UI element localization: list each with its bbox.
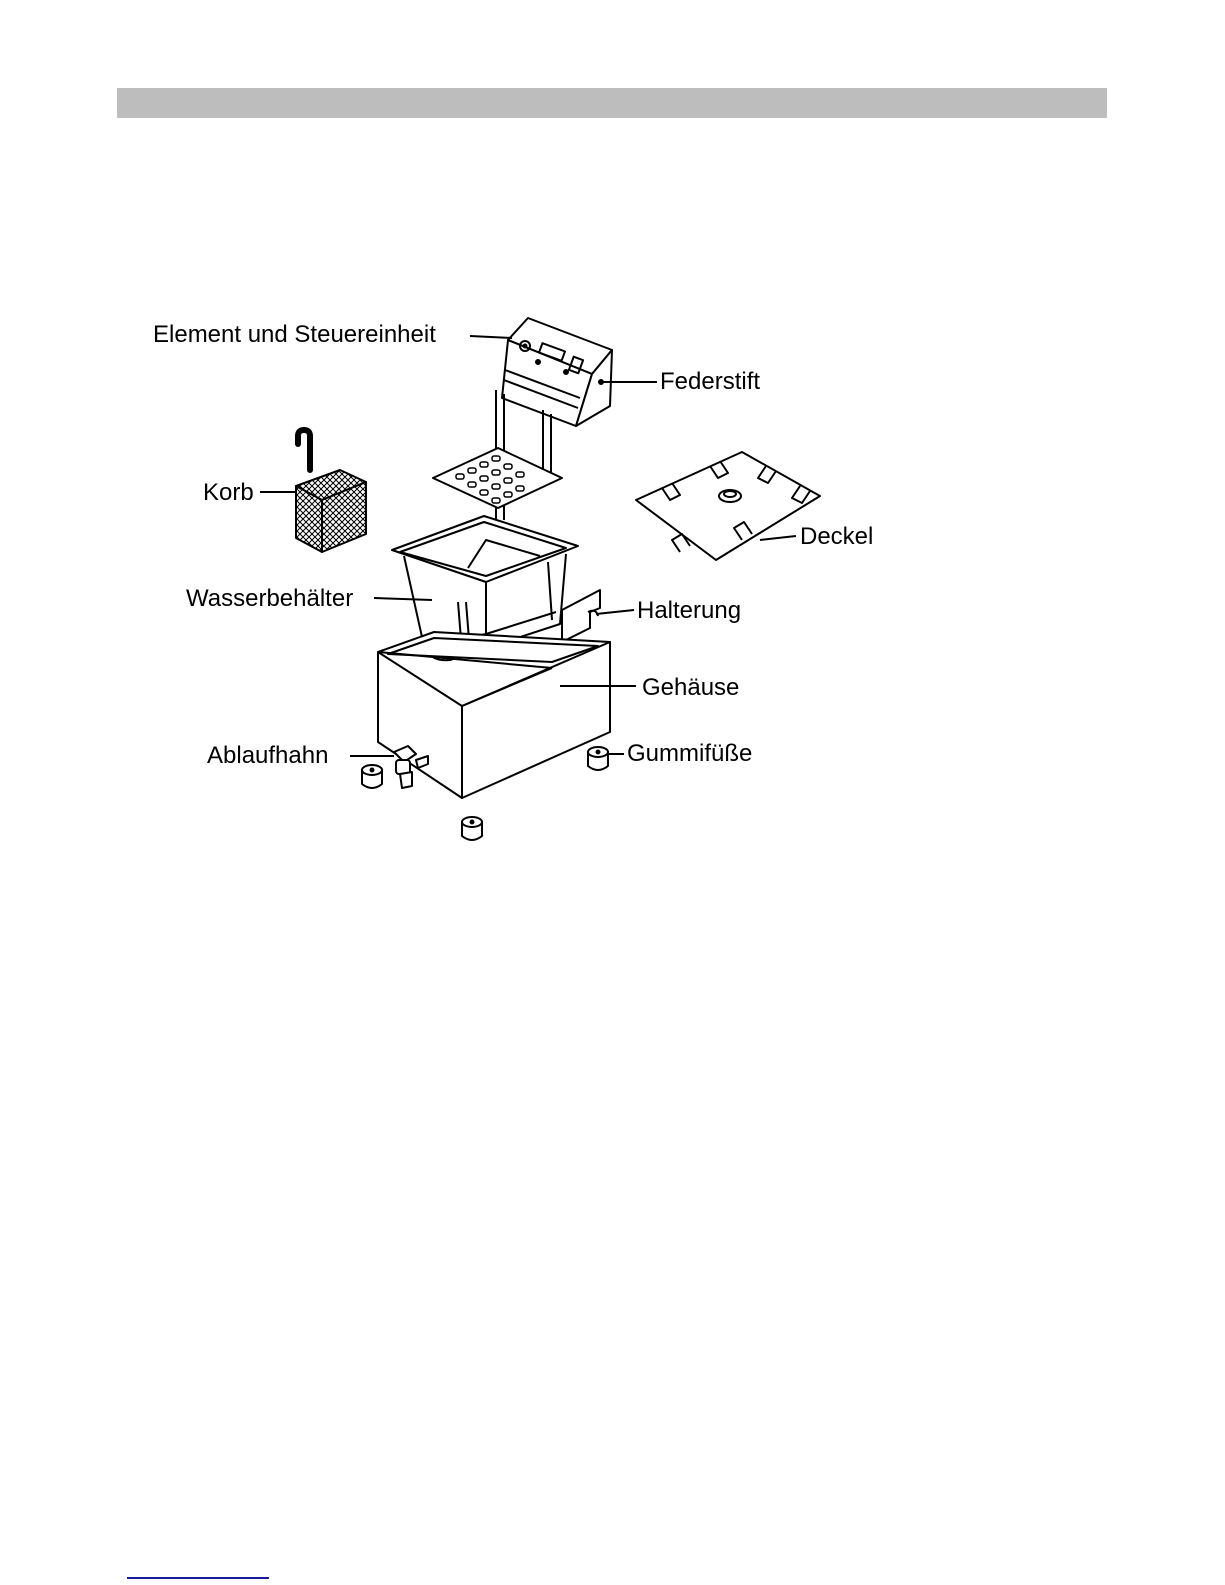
- label-lid: Deckel: [800, 523, 873, 550]
- footnote-rule: [127, 1577, 269, 1579]
- label-element-control: Element und Steuereinheit: [153, 321, 436, 348]
- label-drain-tap: Ablaufhahn: [207, 742, 328, 769]
- label-spring-pin: Federstift: [660, 368, 760, 395]
- label-rubber-feet: Gummifüße: [627, 740, 752, 767]
- label-basket: Korb: [203, 479, 254, 506]
- label-holder: Halterung: [637, 597, 741, 624]
- lid: [636, 452, 820, 560]
- control-unit: [433, 318, 612, 520]
- basket: [296, 430, 366, 552]
- label-housing: Gehäuse: [642, 674, 739, 701]
- label-water-tank: Wasserbehälter: [186, 585, 353, 612]
- holder: [562, 590, 600, 642]
